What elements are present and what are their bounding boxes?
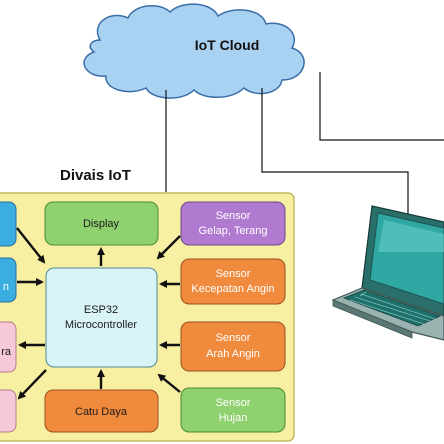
left-block-3 bbox=[0, 321, 17, 373]
mcu-block bbox=[45, 267, 158, 368]
sensor-speed-label-1: Sensor bbox=[216, 268, 251, 280]
sensor-rain-block bbox=[180, 387, 286, 433]
sensor-rain-label-1: Sensor bbox=[216, 397, 251, 409]
sensor-light-block bbox=[180, 201, 286, 246]
cloud-label: IoT Cloud bbox=[195, 37, 260, 53]
link-cloud-laptop bbox=[261, 88, 409, 220]
device-group-title: Divais IoT bbox=[60, 167, 131, 184]
arrow-rain-mcu bbox=[157, 373, 181, 393]
laptop-icon bbox=[331, 205, 444, 341]
arrow-left1-mcu bbox=[16, 227, 46, 264]
laptop-keyboard bbox=[342, 289, 442, 327]
sensor-rain-label-2: Hujan bbox=[219, 412, 248, 424]
sensor-speed-label-2: Kecepatan Angin bbox=[191, 283, 274, 295]
left-block-3-label: ra bbox=[1, 346, 12, 358]
display-label: Display bbox=[83, 218, 120, 230]
sensor-direction-label-2: Arah Angin bbox=[206, 348, 260, 360]
left-block-2-label: n bbox=[3, 281, 9, 293]
power-label: Catu Daya bbox=[75, 406, 128, 418]
left-block-4 bbox=[0, 389, 17, 433]
laptop-keys bbox=[349, 291, 436, 325]
link-cloud-edge bbox=[319, 72, 444, 141]
arrow-light-mcu bbox=[156, 235, 181, 260]
left-block-1 bbox=[0, 201, 17, 247]
power-block bbox=[44, 389, 159, 433]
sensor-light-label-2: Gelap, Terang bbox=[199, 225, 268, 237]
laptop-screen-shine bbox=[378, 220, 444, 252]
sensor-light-label-1: Sensor bbox=[216, 210, 251, 222]
laptop-front bbox=[332, 299, 413, 339]
mcu-label-2: Microcontroller bbox=[65, 319, 137, 331]
mcu-label-1: ESP32 bbox=[84, 304, 118, 316]
sensor-direction-block bbox=[180, 321, 286, 372]
left-block-2 bbox=[0, 257, 17, 303]
sensor-direction-label-1: Sensor bbox=[216, 332, 251, 344]
network-links bbox=[165, 72, 444, 220]
arrows bbox=[16, 227, 181, 400]
arrow-mcu-left4 bbox=[17, 369, 47, 400]
cloud-shape bbox=[83, 3, 305, 99]
iot-cloud: IoT Cloud bbox=[83, 3, 305, 99]
sensor-speed-block bbox=[180, 258, 286, 305]
display-block bbox=[44, 201, 159, 246]
